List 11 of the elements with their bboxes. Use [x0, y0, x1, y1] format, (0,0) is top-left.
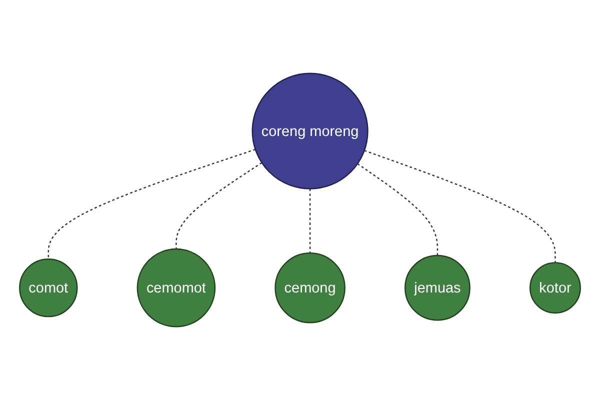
node-circle: cemomot	[136, 248, 216, 328]
connector	[357, 163, 438, 256]
node-circle: kotor	[530, 262, 581, 314]
node-circle: comot	[19, 258, 78, 318]
connector	[48, 148, 256, 260]
connector	[176, 162, 262, 250]
node-circle: coreng moreng	[252, 72, 368, 190]
connector	[309, 188, 311, 254]
node-circle: cemong	[274, 252, 346, 324]
connector	[364, 150, 556, 263]
node-circle: jemuas	[404, 254, 470, 321]
